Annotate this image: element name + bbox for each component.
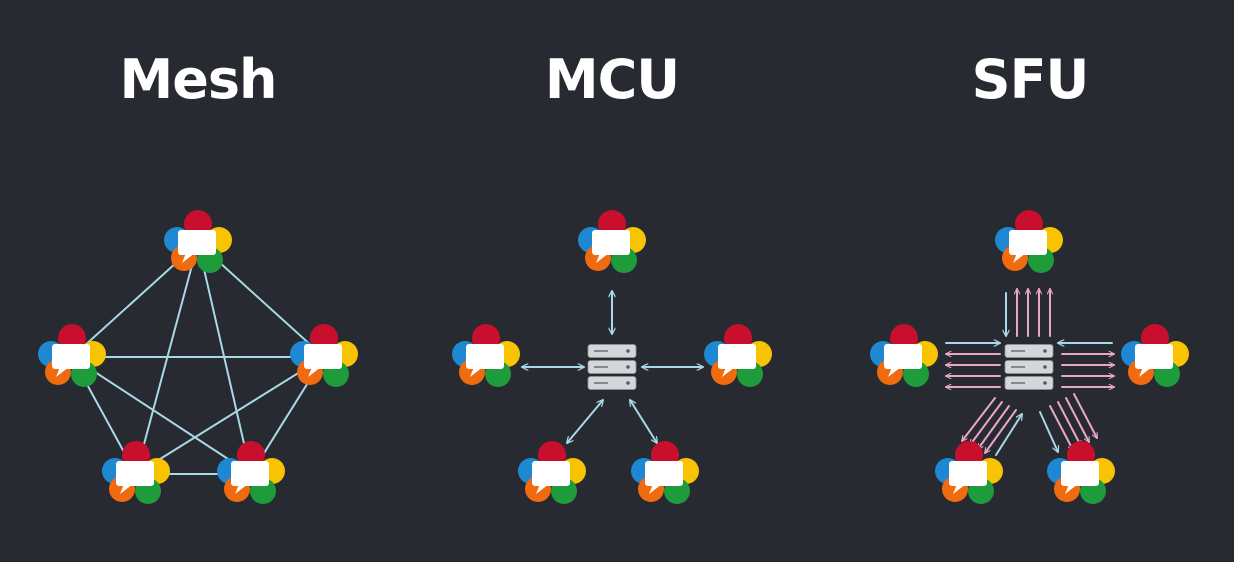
mcu-link: [630, 400, 657, 443]
mcu-peer-webrtc-icon: [631, 441, 699, 504]
mcu-peer-webrtc-icon: [452, 324, 520, 387]
mcu-peer-webrtc-icon: [704, 324, 772, 387]
mesh-link: [197, 242, 252, 475]
links-layer: [71, 242, 1115, 475]
mesh-peer-webrtc-icon: [290, 324, 358, 387]
mesh-peer-webrtc-icon: [38, 324, 106, 387]
mesh-peer-webrtc-icon: [102, 441, 170, 504]
mcu-peer-webrtc-icon: [518, 441, 586, 504]
mesh-title: Mesh: [119, 48, 278, 111]
sfu-title: SFU: [971, 48, 1090, 111]
sfu-uplink: [995, 414, 1022, 456]
sfu-server-icon: [1004, 344, 1054, 390]
sfu-downlink: [962, 397, 996, 441]
mesh-peer-webrtc-icon: [217, 441, 285, 504]
sfu-peer-webrtc-icon: [1047, 441, 1115, 504]
sfu-uplink: [1039, 411, 1058, 452]
mcu-peer-webrtc-icon: [578, 210, 646, 273]
sfu-downlink: [1065, 397, 1090, 442]
mcu-title: MCU: [544, 48, 680, 111]
sfu-peer-webrtc-icon: [870, 324, 938, 387]
mcu-link: [567, 400, 603, 443]
sfu-downlink: [1073, 393, 1098, 438]
mcu-server-icon: [587, 344, 637, 390]
mesh-link: [135, 356, 325, 475]
peers-layer: [38, 210, 1189, 504]
sfu-downlink: [970, 401, 1003, 445]
mesh-link: [71, 356, 252, 475]
sfu-peer-webrtc-icon: [935, 441, 1003, 504]
sfu-downlink: [1057, 401, 1082, 446]
sfu-peer-webrtc-icon: [1121, 324, 1189, 387]
mesh-link: [135, 242, 199, 475]
mesh-peer-webrtc-icon: [164, 210, 232, 273]
sfu-downlink: [985, 409, 1017, 453]
servers-layer: [587, 344, 1054, 390]
sfu-peer-webrtc-icon: [995, 210, 1063, 273]
sfu-downlink: [1049, 405, 1074, 450]
sfu-downlink: [978, 405, 1010, 449]
